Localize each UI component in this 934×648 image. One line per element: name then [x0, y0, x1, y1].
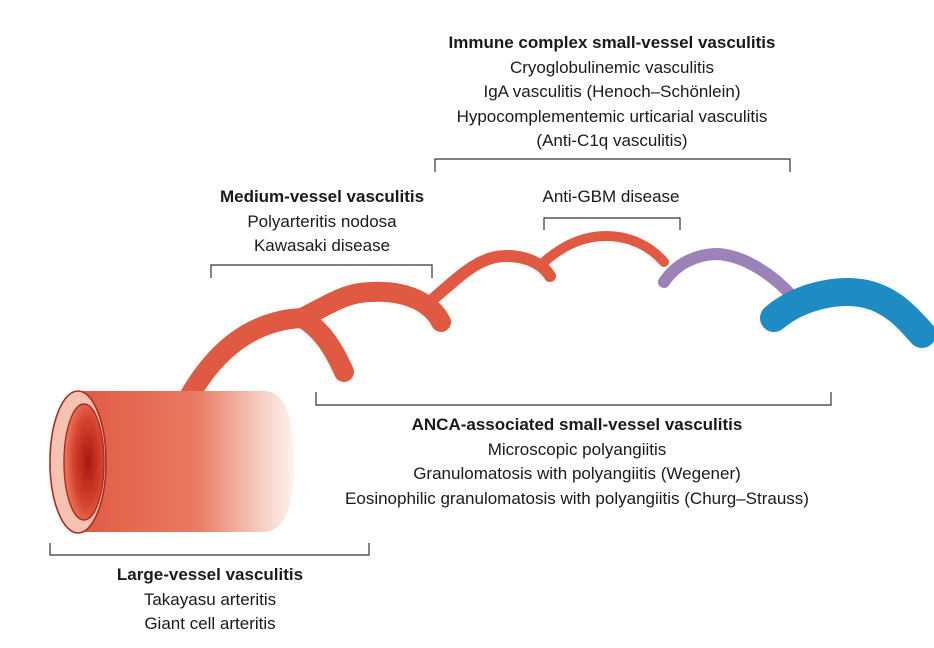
capillary-venous-end	[658, 247, 798, 302]
medium-vessel-title: Medium-vessel vasculitis	[219, 187, 425, 206]
bracket-anca	[315, 392, 832, 406]
bracket-anti-gbm	[543, 217, 681, 230]
anca-title: ANCA-associated small-vessel vasculitis	[411, 415, 743, 434]
medium-artery-branch	[180, 281, 451, 405]
immune-complex-item: IgA vasculitis (Henoch–Schönlein)	[483, 82, 741, 101]
bracket-immune-complex	[434, 158, 791, 172]
arteriole	[426, 249, 556, 306]
medium-vessel-item: Kawasaki disease	[253, 236, 391, 255]
immune-complex-item: Cryoglobulinemic vasculitis	[509, 57, 715, 77]
medium-vessel-item: Polyarteritis nodosa	[247, 211, 397, 231]
capillary-arterial-end	[539, 230, 669, 267]
large-vessel-label: Large-vessel vasculitis Takayasu arterit…	[117, 563, 303, 637]
anti-gbm-title: Anti-GBM disease	[542, 187, 680, 206]
anca-item: Granulomatosis with polyangiitis (Wegene…	[413, 464, 741, 483]
small-artery-side-branch	[292, 308, 354, 382]
immune-complex-item: (Anti-C1q vasculitis)	[536, 131, 688, 150]
large-vessel-item: Takayasu arteritis	[143, 589, 277, 609]
immune-complex-label: Immune complex small-vessel vasculitis C…	[449, 31, 776, 154]
bracket-medium-vessel	[210, 264, 433, 278]
venule	[760, 278, 934, 348]
aorta-lumen	[63, 403, 105, 521]
anca-item: Microscopic polyangiitis	[487, 439, 667, 459]
immune-complex-title: Immune complex small-vessel vasculitis	[448, 33, 776, 52]
bracket-large-vessel	[49, 543, 370, 556]
medium-vessel-label: Medium-vessel vasculitis Polyarteritis n…	[220, 185, 424, 259]
anti-gbm-label: Anti-GBM disease	[543, 185, 680, 210]
aorta-body	[78, 391, 294, 532]
anca-item: Eosinophilic granulomatosis with polyang…	[345, 488, 809, 508]
anca-label: ANCA-associated small-vessel vasculitis …	[345, 413, 809, 511]
large-vessel-title: Large-vessel vasculitis	[116, 565, 304, 584]
immune-complex-item: Hypocomplementemic urticarial vasculitis	[456, 106, 768, 126]
large-vessel-item: Giant cell arteritis	[144, 614, 276, 633]
